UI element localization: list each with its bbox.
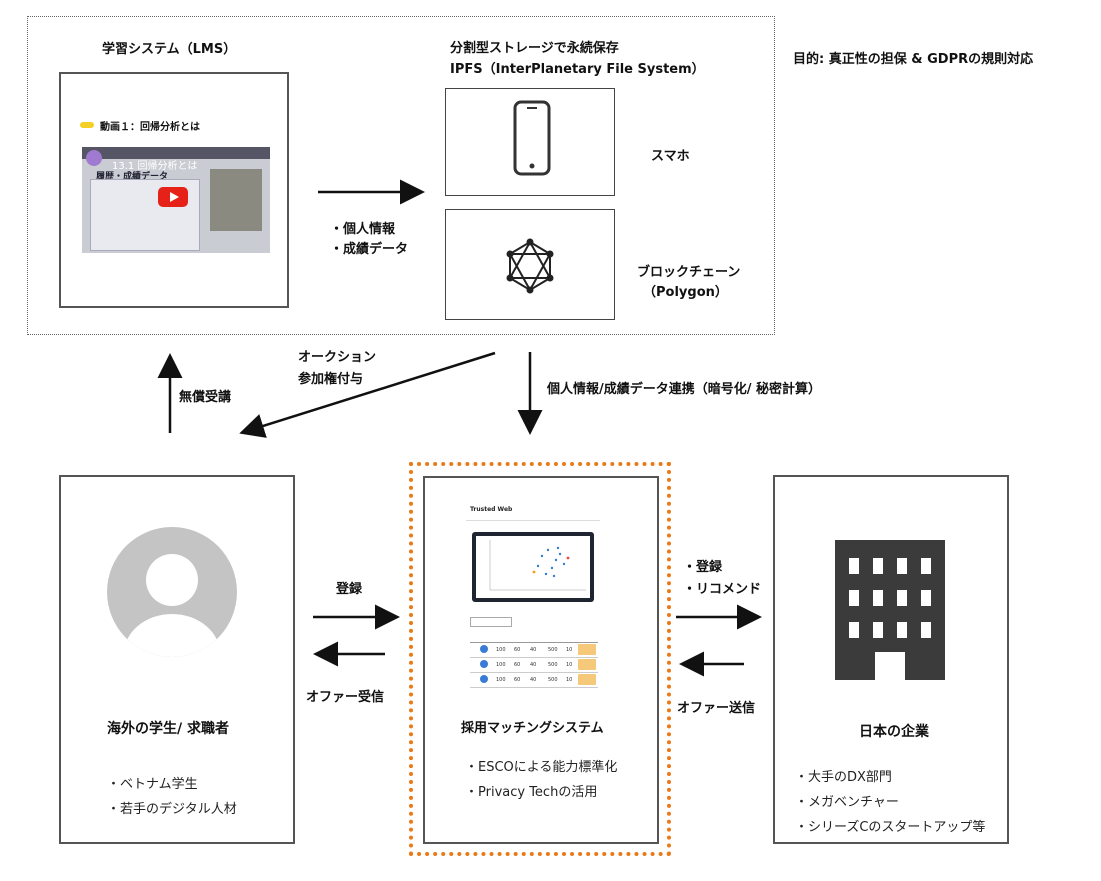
blockchain-sublabel: （Polygon） — [643, 285, 728, 300]
spreadsheet-image — [90, 179, 200, 251]
storage-subtitle: IPFS（InterPlanetary File System） — [450, 62, 705, 77]
company-recommend-label: ・リコメンド — [683, 582, 762, 597]
company-bullet-1: ・大手のDX部門 — [795, 770, 892, 785]
table-row: 100 60 40 500 10 — [470, 658, 598, 673]
play-button-icon[interactable] — [158, 187, 188, 207]
company-bullet-2: ・メガベンチャー — [795, 795, 899, 810]
matching-screenshot: Trusted Web — [466, 500, 600, 602]
auction-label: オークション — [298, 350, 377, 365]
cell: 100 — [496, 662, 506, 668]
row-action-button[interactable] — [578, 644, 596, 655]
offer-received-label: オファー受信 — [306, 690, 385, 705]
matching-highlight-border — [409, 462, 671, 856]
video-topbar — [82, 147, 270, 159]
student-register-label: 登録 — [336, 582, 363, 597]
cell: 100 — [496, 647, 506, 653]
cell: 100 — [496, 677, 506, 683]
matching-bullets: ・ESCOによる能力標準化 ・Privacy Techの活用 — [465, 756, 617, 806]
smartphone-icon — [513, 100, 551, 176]
screen-scatter-plot — [476, 536, 590, 598]
cell: 60 — [514, 662, 521, 668]
table-row: 100 60 40 500 10 — [470, 643, 598, 658]
lms-title: 学習システム（LMS） — [102, 42, 237, 57]
table-row: 100 60 40 500 10 — [470, 673, 598, 688]
screen-chart-frame — [472, 532, 594, 602]
lecturer-image — [210, 169, 262, 231]
screen-brand: Trusted Web — [470, 506, 513, 513]
arrow-auction-to-student — [239, 351, 496, 438]
lecture-video-thumbnail[interactable]: 13.1 回帰分析とは 履歴・成績データ — [82, 147, 270, 253]
office-building-icon — [835, 540, 945, 680]
phone-box — [445, 88, 615, 196]
student-bullet-1: ・ベトナム学生 — [107, 777, 198, 792]
storage-title: 分割型ストレージで永続保存 — [450, 41, 619, 56]
video-caption: 動画１：回帰分析とは — [100, 122, 200, 133]
student-bullet-2: ・若手のデジタル人材 — [107, 802, 237, 817]
cell: 60 — [514, 647, 521, 653]
cell: 40 — [530, 647, 537, 653]
cell: 40 — [530, 662, 537, 668]
row-avatar-icon — [480, 645, 488, 653]
phone-label: スマホ — [651, 149, 690, 164]
row-avatar-icon — [480, 660, 488, 668]
data-link-label: 個人情報/成績データ連携（暗号化/ 秘密計算） — [547, 382, 822, 397]
row-action-button[interactable] — [578, 674, 596, 685]
purpose-text: 目的: 真正性の担保 & GDPRの規則対応 — [793, 52, 1034, 67]
lms-data-item-personal: ・個人情報 — [330, 222, 396, 237]
auction-sublabel: 参加権付与 — [298, 372, 364, 387]
company-title: 日本の企業 — [859, 724, 929, 740]
company-bullets: ・大手のDX部門 ・メガベンチャー ・シリーズCのスタートアップ等 — [795, 766, 985, 841]
caption-marker-icon — [80, 122, 94, 128]
company-register-label: ・登録 — [683, 560, 723, 575]
row-avatar-icon — [480, 675, 488, 683]
student-title: 海外の学生/ 求職者 — [107, 721, 229, 737]
row-action-button[interactable] — [578, 659, 596, 670]
blockchain-box — [445, 209, 615, 320]
channel-avatar-icon — [86, 150, 102, 166]
screen-scatter-svg — [489, 540, 586, 591]
screen-header-divider — [466, 520, 600, 521]
lms-data-item-grades: ・成績データ — [330, 242, 409, 257]
cell: 500 — [548, 662, 558, 668]
free-course-label: 無償受講 — [179, 390, 232, 405]
matching-title: 採用マッチングシステム — [461, 721, 604, 736]
video-sheet-title: 履歴・成績データ — [96, 172, 169, 182]
cell: 500 — [548, 677, 558, 683]
user-avatar-icon — [107, 527, 237, 657]
offer-sent-label: オファー送信 — [677, 701, 756, 716]
lms-storage-region — [27, 16, 775, 335]
polygon-network-icon — [506, 238, 554, 294]
cell: 10 — [566, 647, 573, 653]
matching-bullet-1: ・ESCOによる能力標準化 — [465, 760, 618, 775]
matching-bullet-2: ・Privacy Techの活用 — [465, 785, 598, 800]
video-overlay-title: 13.1 回帰分析とは — [112, 161, 198, 172]
cell: 10 — [566, 662, 573, 668]
cell: 60 — [514, 677, 521, 683]
company-bullet-3: ・シリーズCのスタートアップ等 — [795, 820, 986, 835]
student-bullets: ・ベトナム学生 ・若手のデジタル人材 — [107, 773, 237, 823]
cell: 40 — [530, 677, 537, 683]
screen-table-header — [470, 632, 598, 643]
blockchain-label: ブロックチェーン — [637, 265, 741, 280]
screen-filter-select[interactable] — [470, 617, 512, 627]
cell: 500 — [548, 647, 558, 653]
cell: 10 — [566, 677, 573, 683]
